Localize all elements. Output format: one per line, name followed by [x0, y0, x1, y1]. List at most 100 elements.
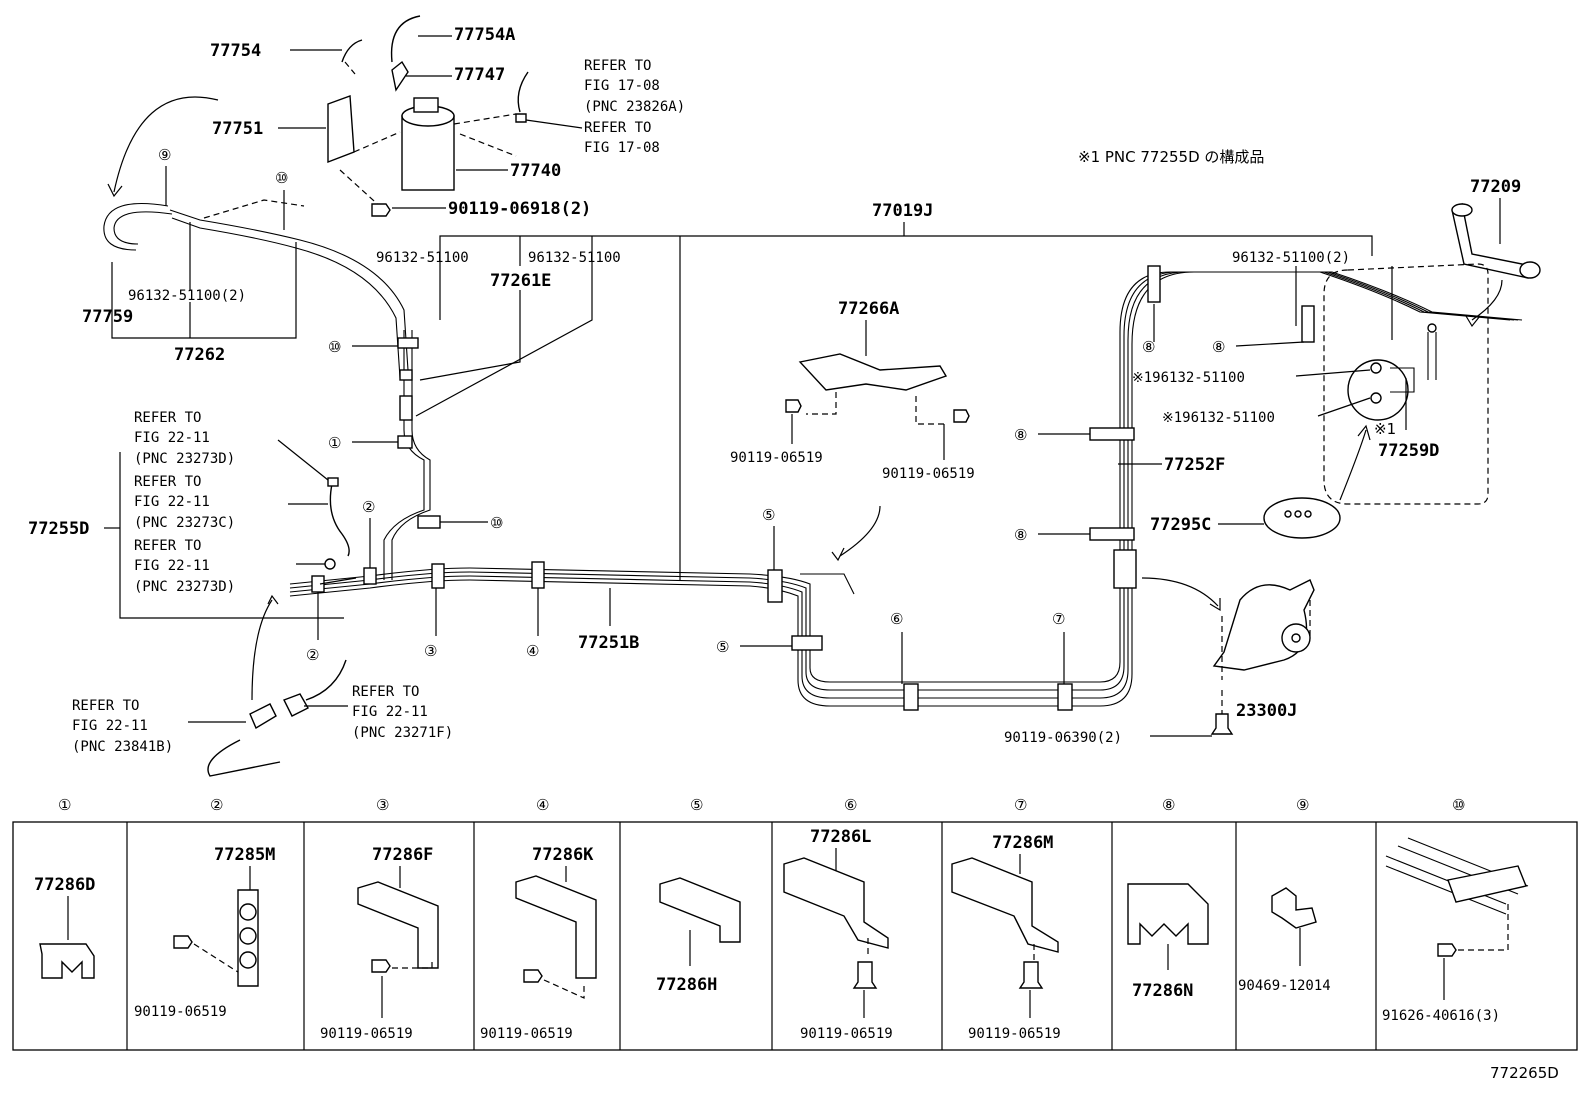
- svg-text:(PNC 23841B): (PNC 23841B): [72, 739, 173, 755]
- label-77259D[interactable]: 77259D: [1378, 441, 1439, 461]
- callout-2-b: ②: [306, 646, 319, 664]
- label-77251B[interactable]: 77251B: [578, 633, 639, 653]
- label-77266A[interactable]: 77266A: [838, 299, 899, 319]
- svg-text:(PNC 23273D): (PNC 23273D): [134, 579, 235, 595]
- bolt-90119-06918: [371, 203, 391, 217]
- label-96132-51100-c[interactable]: 96132-51100: [528, 250, 621, 266]
- label-77019J[interactable]: 77019J: [872, 201, 933, 221]
- cover-77295C: [1263, 497, 1341, 539]
- clamp-77286D: [39, 943, 95, 979]
- callout-3: ③: [424, 642, 437, 660]
- legend-header-4: ④: [536, 796, 549, 814]
- group-77019J: 77019J 96132-51100 96132-51100 77261E: [376, 201, 1373, 580]
- legend-part-5[interactable]: 77286H: [656, 975, 717, 995]
- svg-text:FIG 22-11: FIG 22-11: [72, 718, 148, 734]
- label-90119-06390[interactable]: 90119-06390(2): [1004, 730, 1122, 746]
- hose-77754A: [390, 15, 421, 63]
- svg-text:(PNC 23273D): (PNC 23273D): [134, 451, 235, 467]
- svg-text:REFER TO: REFER TO: [584, 58, 651, 74]
- bracket-77266A: [798, 353, 948, 391]
- legend-header-1: ①: [58, 796, 71, 814]
- callout-10: ⑩: [275, 169, 288, 187]
- legend-bolt-6[interactable]: 90119-06519: [800, 1026, 893, 1042]
- svg-text:(PNC 23826A): (PNC 23826A): [584, 99, 685, 115]
- svg-text:REFER TO: REFER TO: [352, 684, 419, 700]
- label-x196132-51100-b[interactable]: ※196132-51100: [1162, 410, 1275, 426]
- legend-header-3: ③: [376, 796, 389, 814]
- callout-8-a: ⑧: [1142, 338, 1155, 356]
- diagram-code: 772265D: [1490, 1064, 1559, 1082]
- label-77209[interactable]: 77209: [1470, 177, 1521, 197]
- legend-bolt-2[interactable]: 90119-06519: [134, 1004, 227, 1020]
- svg-text:FIG 22-11: FIG 22-11: [352, 704, 428, 720]
- label-x196132-51100-a[interactable]: ※196132-51100: [1132, 370, 1245, 386]
- label-77759[interactable]: 77759: [82, 307, 133, 327]
- legend-part-4[interactable]: 77286K: [532, 845, 594, 865]
- label-77754[interactable]: 77754: [210, 41, 261, 61]
- connector-23841B: [249, 703, 277, 730]
- legend-header-9: ⑨: [1296, 796, 1309, 814]
- bolt-cell-7: [1018, 961, 1044, 989]
- legend-part-2[interactable]: 77285M: [214, 845, 275, 865]
- callout-8-d: ⑧: [1014, 526, 1027, 544]
- filter: [1113, 549, 1137, 589]
- clamp-cell-10: [1447, 865, 1527, 903]
- label-96132-51100-b[interactable]: 96132-51100: [376, 250, 469, 266]
- label-77754A[interactable]: 77754A: [454, 25, 515, 45]
- bolt-cell-2: [173, 935, 193, 949]
- legend-part-6[interactable]: 77286L: [810, 827, 871, 847]
- refer-22-11-group: REFER TO FIG 22-11 (PNC 23273D) REFER TO…: [28, 410, 375, 619]
- svg-text:REFER TO: REFER TO: [134, 474, 201, 490]
- label-77751[interactable]: 77751: [212, 119, 263, 139]
- note-77255D-components: ※1 PNC 77255D の構成品: [1078, 148, 1264, 166]
- canister-group: 77754 77754A 77747 77751 77740 90119-069…: [210, 15, 591, 219]
- legend-header-2: ②: [210, 796, 223, 814]
- label-77262[interactable]: 77262: [174, 345, 225, 365]
- mark-x1: ※1: [1374, 420, 1396, 438]
- label-96132-51100-2-left[interactable]: 96132-51100(2): [128, 288, 246, 304]
- label-77261E[interactable]: 77261E: [490, 271, 551, 291]
- legend-part-7[interactable]: 77286M: [992, 833, 1053, 853]
- svg-text:FIG 17-08: FIG 17-08: [584, 140, 660, 156]
- bolt-90119-06519-a: [785, 399, 802, 413]
- hose-23273C: [329, 483, 350, 557]
- callout-10-c: ⑩: [490, 514, 503, 532]
- legend-bolt-9[interactable]: 90469-12014: [1238, 978, 1331, 994]
- label-77255D[interactable]: 77255D: [28, 519, 89, 539]
- bracket-77751: [327, 95, 355, 164]
- bolt-cell-6: [852, 961, 878, 989]
- label-77740[interactable]: 77740: [510, 161, 561, 181]
- connector-23271F: [283, 693, 309, 717]
- legend-part-8[interactable]: 77286N: [1132, 981, 1193, 1001]
- callout-8-c: ⑧: [1014, 426, 1027, 444]
- legend-bolt-10[interactable]: 91626-40616(3): [1382, 1008, 1500, 1024]
- clamp-77286K: [515, 875, 597, 979]
- legend-bolt-3[interactable]: 90119-06519: [320, 1026, 413, 1042]
- svg-text:REFER TO: REFER TO: [134, 410, 201, 426]
- callout-6: ⑥: [890, 610, 903, 628]
- label-90119-06519-a[interactable]: 90119-06519: [730, 450, 823, 466]
- legend-part-1[interactable]: 77286D: [34, 875, 95, 895]
- legend-bolt-7[interactable]: 90119-06519: [968, 1026, 1061, 1042]
- label-23300J[interactable]: 23300J: [1236, 701, 1297, 721]
- svg-text:REFER TO: REFER TO: [134, 538, 201, 554]
- label-77747[interactable]: 77747: [454, 65, 505, 85]
- svg-text:FIG 22-11: FIG 22-11: [134, 558, 210, 574]
- callout-8-b: ⑧: [1212, 338, 1225, 356]
- hose-77754: [341, 39, 363, 63]
- callout-7: ⑦: [1052, 610, 1065, 628]
- label-90119-06918[interactable]: 90119-06918(2): [448, 199, 591, 219]
- label-77252F[interactable]: 77252F: [1164, 455, 1225, 475]
- legend-header-6: ⑥: [844, 796, 857, 814]
- label-77295C[interactable]: 77295C: [1150, 515, 1211, 535]
- bolt-90119-06390: [1210, 713, 1234, 735]
- hose-23826A: [517, 71, 529, 113]
- callout-10-b: ⑩: [328, 338, 341, 356]
- label-96132-51100-2-right[interactable]: 96132-51100(2): [1232, 250, 1350, 266]
- legend-bolt-4[interactable]: 90119-06519: [480, 1026, 573, 1042]
- legend-header-7: ⑦: [1014, 796, 1027, 814]
- label-90119-06519-b[interactable]: 90119-06519: [882, 466, 975, 482]
- pipe-77251B: 77251B ② ③ ④ ⑤ ⑤ ⑥ ⑦: [289, 265, 1523, 711]
- legend-part-3[interactable]: 77286F: [372, 845, 433, 865]
- clamp-77286L: [783, 857, 889, 949]
